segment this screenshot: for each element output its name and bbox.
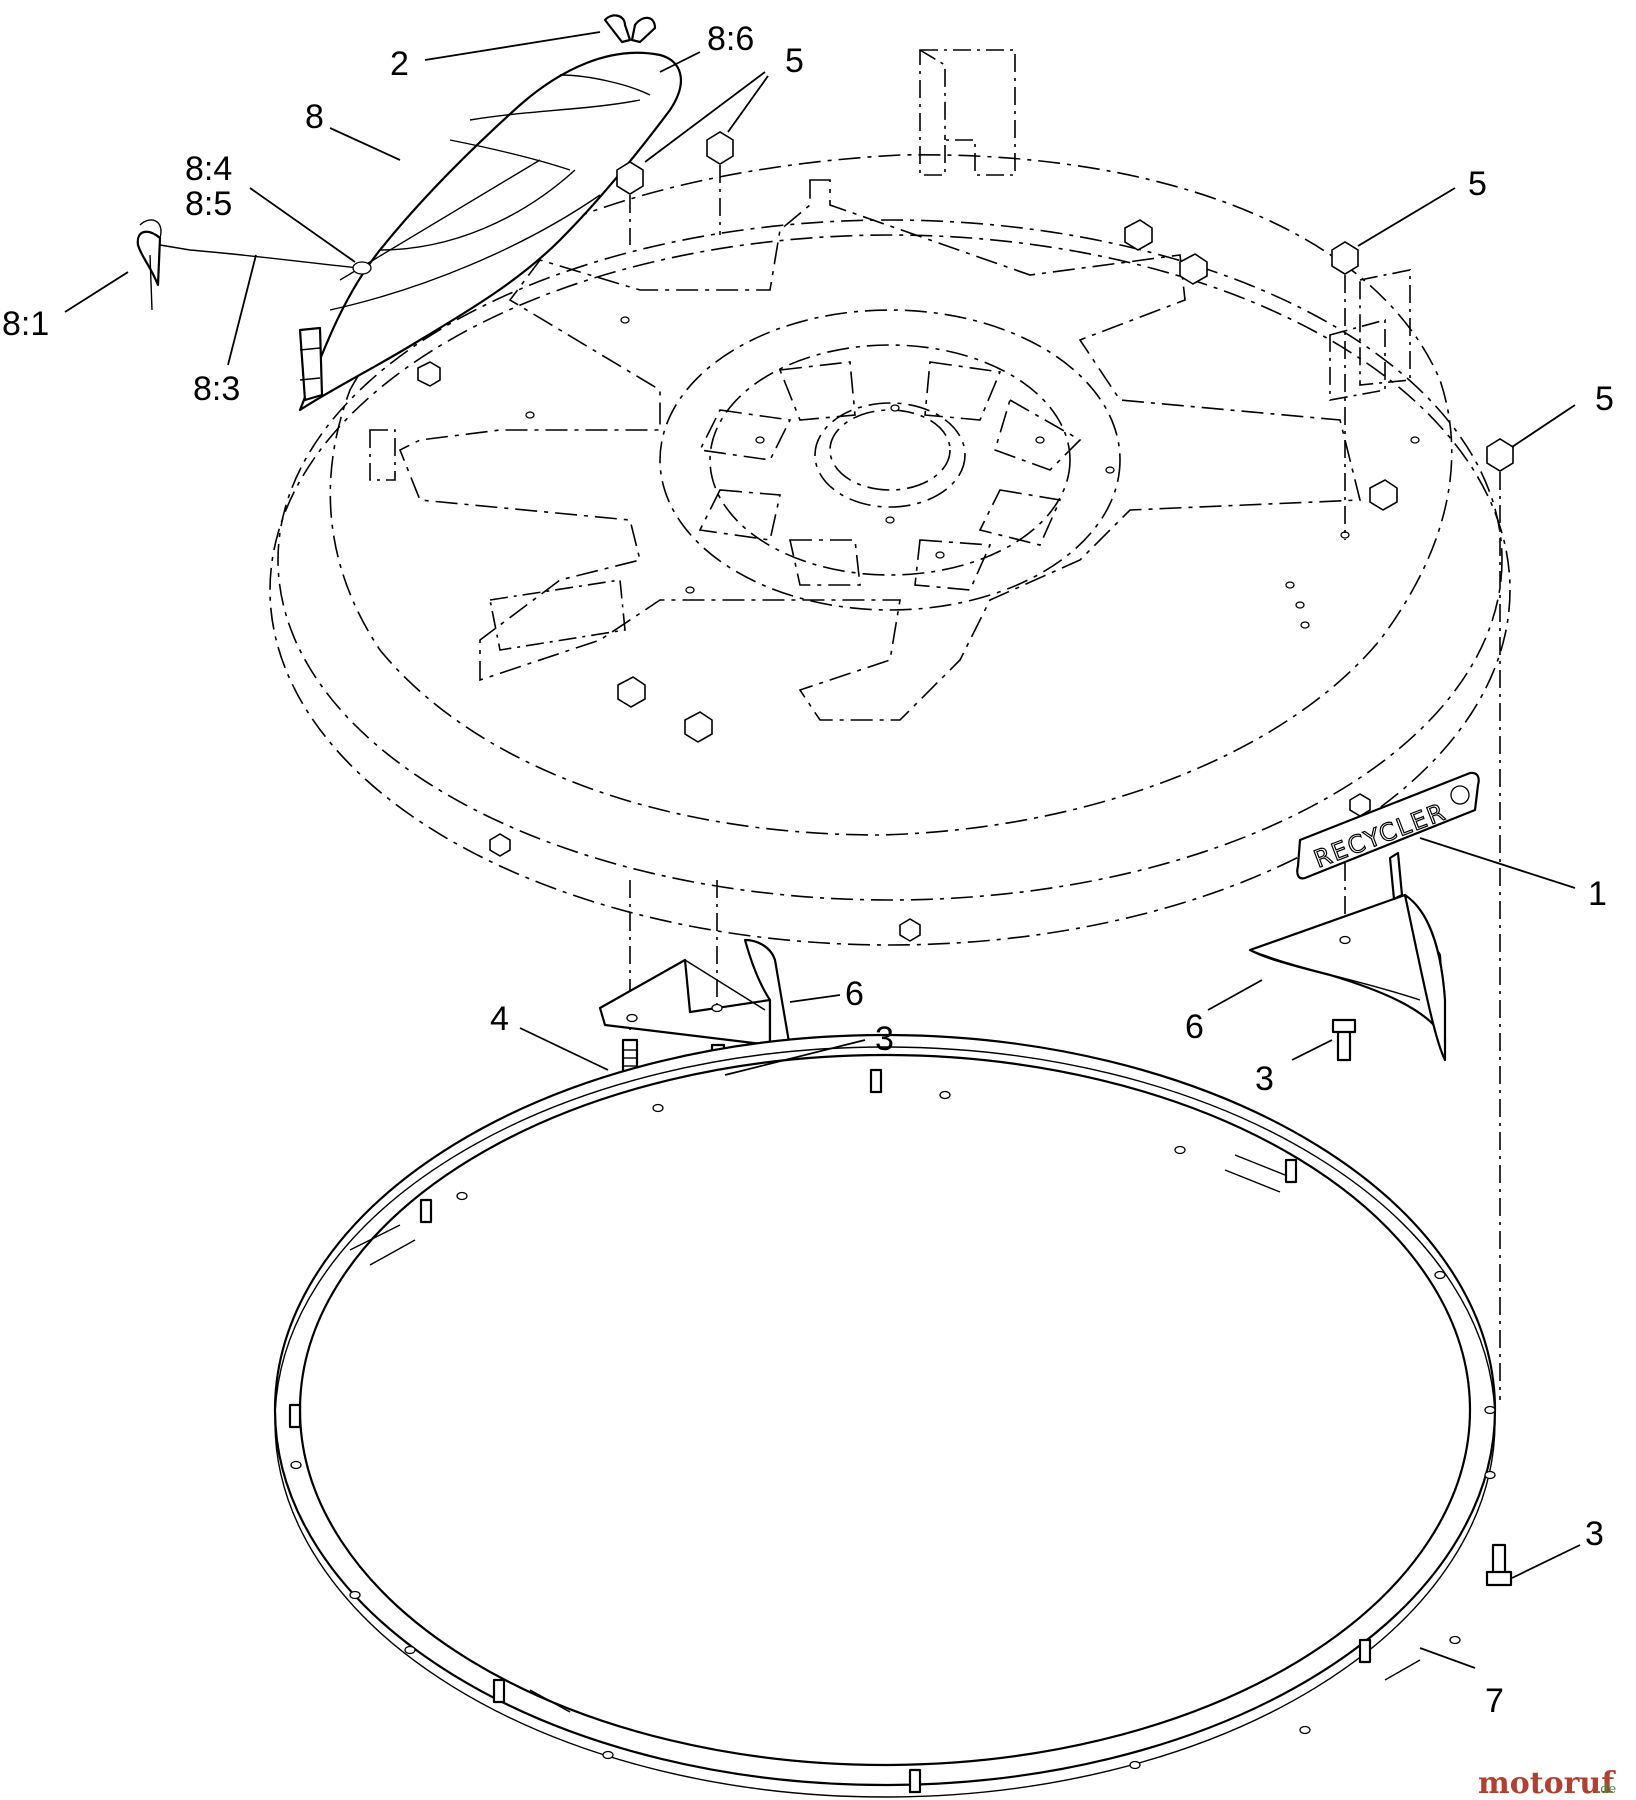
watermark-logo: motoruf .de [1478, 1766, 1616, 1800]
discharge-chute-deflector [136, 14, 682, 412]
hex-nuts [616, 131, 1514, 472]
callout-8: 8 [305, 98, 324, 136]
ring-holes [290, 1090, 1496, 1770]
recycler-decal: RECYCLER [1296, 771, 1480, 880]
callout-5-right-a: 5 [1468, 165, 1487, 203]
deck-holes [525, 316, 1420, 629]
callout-3-left: 3 [875, 1020, 894, 1058]
callout-8-6: 8:6 [707, 20, 754, 58]
hex-nut-icon [706, 131, 734, 165]
watermark-tld: .de [1596, 1782, 1616, 1797]
callout-3-mid: 3 [1255, 1060, 1274, 1098]
leader-lines [64, 31, 1581, 1669]
callout-1: 1 [1588, 875, 1607, 913]
mower-deck-housing [269, 49, 1511, 946]
deck-nuts [417, 219, 1398, 942]
callout-8-5: 8:5 [185, 185, 232, 223]
hex-bolt-icon [1485, 1543, 1513, 1587]
callout-6-right: 6 [1185, 1008, 1204, 1046]
ring-studs [288, 1068, 1372, 1794]
callout-8-3: 8:3 [193, 370, 240, 408]
wing-nut-icon [603, 14, 657, 44]
hinge-pin-icon [136, 219, 162, 311]
callout-2: 2 [390, 45, 409, 83]
hex-nut-icon [1331, 241, 1359, 275]
hex-nut-icon [616, 161, 644, 195]
baffle-left [598, 938, 792, 1050]
callout-8-1: 8:1 [2, 305, 49, 343]
callout-5-right-b: 5 [1595, 380, 1614, 418]
callout-5-top: 5 [785, 42, 804, 80]
baffle-right [1248, 851, 1447, 1062]
callout-4: 4 [490, 1000, 509, 1038]
hex-nut-icon [1486, 438, 1514, 472]
callout-3-right: 3 [1585, 1515, 1604, 1553]
callout-labels: 2 8:6 5 8 8:4 8:5 8:1 8:3 5 5 1 6 4 3 6 … [2, 20, 1614, 1720]
watermark-name: motoruf [1478, 1766, 1616, 1800]
callout-7: 7 [1485, 1682, 1504, 1720]
ring-frame [273, 1033, 1497, 1798]
hex-bolt-icon [1331, 1018, 1357, 1062]
lanyard-cable [159, 244, 361, 269]
callout-6-left: 6 [845, 975, 864, 1013]
callout-8-4: 8:4 [185, 150, 232, 188]
